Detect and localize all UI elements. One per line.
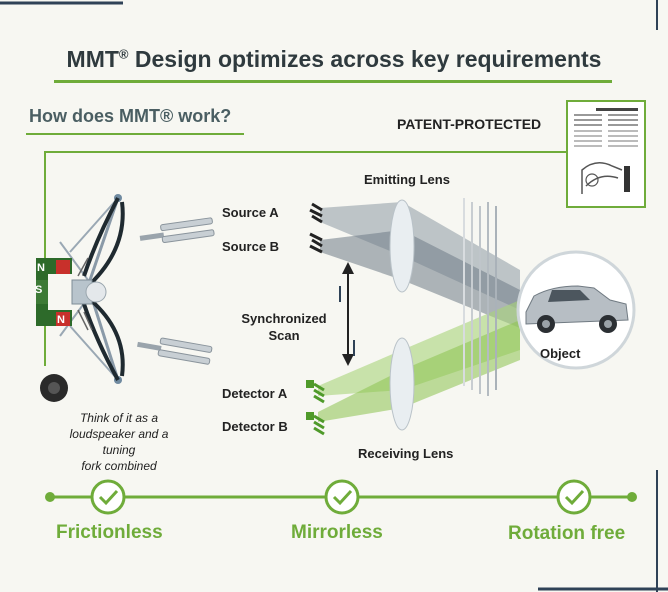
magnet-s-label: S	[35, 284, 43, 296]
source-a-label: Source A	[222, 205, 279, 220]
check-icon	[324, 479, 360, 515]
subtitle-underline	[26, 133, 244, 135]
optical-path-diagram	[306, 198, 636, 436]
feature-frictionless: Frictionless	[56, 522, 163, 543]
patent-document-image	[566, 100, 646, 208]
emitting-lens-label: Emitting Lens	[364, 172, 450, 187]
magnet-n-bottom-label: N	[57, 314, 65, 326]
object-label: Object	[540, 346, 581, 361]
sync-scan-line-1: Synchronized	[241, 311, 327, 326]
check-icon	[90, 479, 126, 515]
title-underline	[54, 80, 612, 83]
source-b-label: Source B	[222, 239, 280, 254]
caption-line-3: fork combined	[81, 459, 157, 473]
mmt-device-illustration	[36, 194, 215, 402]
page-title: MMT® Design optimizes across key require…	[66, 46, 602, 72]
magnet-n-top-label: N	[37, 262, 45, 274]
detector-b-label: Detector B	[222, 419, 288, 434]
synchronized-scan-label: Synchronized Scan	[228, 310, 340, 344]
caption-line-1: Think of it as a	[79, 411, 159, 425]
feature-mirrorless: Mirrorless	[291, 522, 383, 543]
detector-a-label: Detector A	[222, 386, 288, 401]
check-icon	[556, 479, 592, 515]
device-caption: Think of it as a loudspeaker and a tunin…	[52, 410, 186, 474]
sync-scan-line-2: Scan	[268, 328, 300, 343]
patent-label: PATENT-PROTECTED	[397, 116, 542, 132]
feature-timeline	[45, 479, 637, 515]
section-subtitle: How does MMT® work?	[29, 106, 232, 126]
feature-rotation-free: Rotation free	[508, 523, 626, 544]
caption-line-2: loudspeaker and a tuning	[69, 427, 169, 457]
receiving-lens-label: Receiving Lens	[358, 446, 454, 461]
